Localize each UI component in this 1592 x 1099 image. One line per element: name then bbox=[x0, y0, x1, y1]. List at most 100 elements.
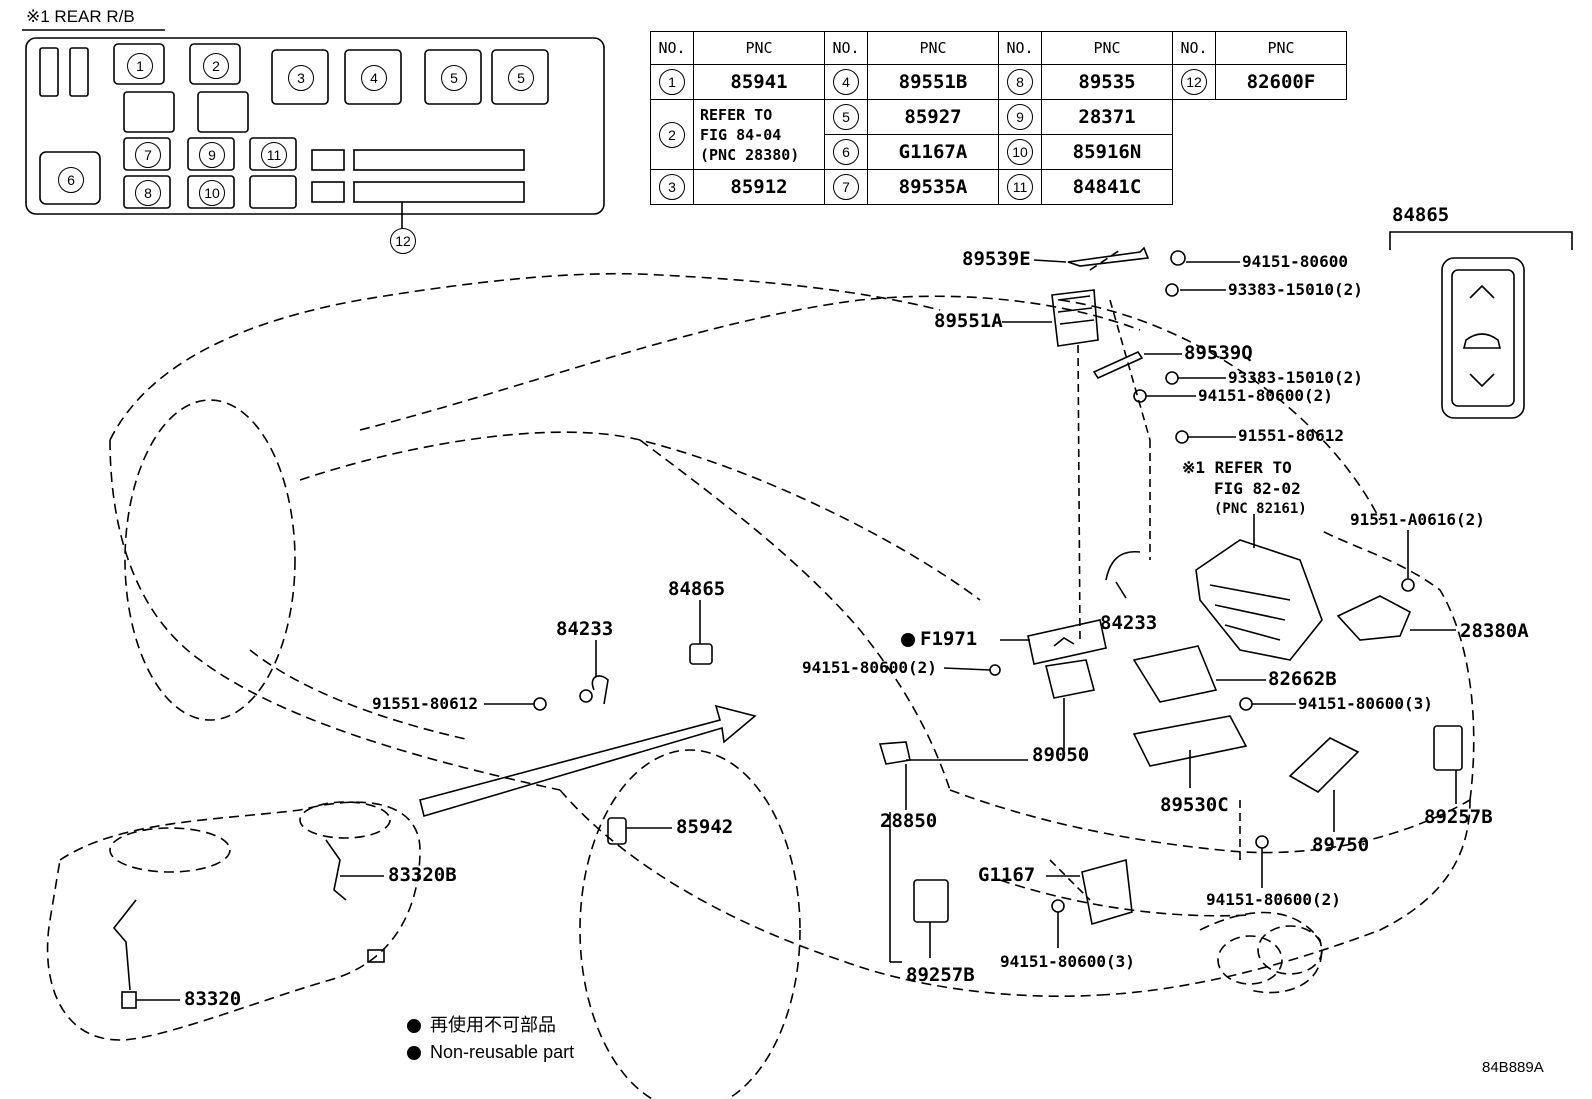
figure-id: 84B889A bbox=[1482, 1059, 1544, 1076]
row-no-circle: 11 bbox=[1007, 174, 1033, 200]
table-cell-no: 4 bbox=[824, 64, 868, 100]
table-cell-pnc: G1167A bbox=[867, 134, 999, 170]
pnc-table: NO. PNC NO. PNC NO. PNC NO. PNC 1 85941 … bbox=[650, 31, 1347, 205]
header-pnc: PNC bbox=[867, 31, 999, 65]
header-no: NO. bbox=[650, 31, 694, 65]
table-cell-pnc: 89551B bbox=[867, 64, 999, 100]
refer-82-line-3: (PNC 82161) bbox=[1214, 501, 1307, 517]
refer-line-2: FIG 84-04 bbox=[700, 125, 782, 144]
table-header-row: NO. PNC NO. PNC NO. PNC NO. PNC bbox=[650, 31, 1347, 65]
part-label-94151-80600-2b: 94151-80600(2) bbox=[802, 658, 937, 677]
fuse-label-7: 7 bbox=[135, 142, 161, 168]
table-cell-no: 12 bbox=[1172, 64, 1216, 100]
refer-82-line-1: ※1 REFER TO bbox=[1182, 458, 1292, 477]
f1971-dot bbox=[901, 633, 915, 647]
switch-84865 bbox=[1389, 231, 1573, 419]
fuse-label-6: 6 bbox=[58, 167, 84, 193]
table-cell-no: 3 bbox=[650, 169, 694, 205]
header-pnc: PNC bbox=[693, 31, 825, 65]
row-no-circle: 6 bbox=[833, 139, 859, 165]
part-label-84865-top: 84865 bbox=[1392, 204, 1450, 226]
table-cell-empty bbox=[1173, 100, 1347, 135]
table-cell-no: 7 bbox=[824, 169, 868, 205]
part-label-84865-b: 84865 bbox=[668, 578, 726, 600]
part-label-94151-80600-3b: 94151-80600(3) bbox=[1000, 952, 1135, 971]
table-cell-pnc: 82600F bbox=[1215, 64, 1347, 100]
table-cell-pnc: 89535 bbox=[1041, 64, 1173, 100]
table-cell-no: 10 bbox=[998, 134, 1042, 170]
table-cell-no: 1 bbox=[650, 64, 694, 100]
fuse-label-9: 9 bbox=[199, 142, 225, 168]
row-no-circle: 7 bbox=[833, 174, 859, 200]
fuse-label-4: 4 bbox=[361, 65, 387, 91]
part-label-94151-80600-2c: 94151-80600(2) bbox=[1206, 890, 1341, 909]
rear-rb-fuse-box bbox=[22, 29, 605, 228]
table-cell-no: 2 bbox=[650, 99, 694, 170]
table-cell-pnc: 85941 bbox=[693, 64, 825, 100]
row-no-circle: 3 bbox=[659, 174, 685, 200]
legend-dot-jp bbox=[407, 1019, 421, 1033]
legend-dot-en bbox=[407, 1046, 421, 1060]
fuse-label-11: 11 bbox=[261, 142, 287, 168]
fuse-label-10: 10 bbox=[199, 180, 225, 206]
header-no: NO. bbox=[998, 31, 1042, 65]
part-label-91551-A0616: 91551-A0616(2) bbox=[1350, 510, 1485, 529]
fuse-label-1: 1 bbox=[127, 53, 153, 79]
fuse-label-5b: 5 bbox=[508, 65, 534, 91]
table-cell-pnc: 85927 bbox=[867, 99, 999, 135]
table-cell-no: 5 bbox=[824, 99, 868, 135]
table-cell-pnc: 85916N bbox=[1041, 134, 1173, 170]
table-cell-empty bbox=[1173, 170, 1347, 205]
part-label-83320B: 83320B bbox=[388, 864, 457, 886]
part-label-91551-80612-b: 91551-80612 bbox=[372, 694, 478, 713]
header-pnc: PNC bbox=[1041, 31, 1173, 65]
refer-82-line-2: FIG 82-02 bbox=[1214, 479, 1301, 498]
row-no-circle: 8 bbox=[1007, 69, 1033, 95]
row-no-circle: 9 bbox=[1007, 104, 1033, 130]
part-label-85942: 85942 bbox=[676, 816, 734, 838]
table-cell-no: 11 bbox=[998, 169, 1042, 205]
fuse-label-3: 3 bbox=[288, 65, 314, 91]
fuse-label-5a: 5 bbox=[441, 65, 467, 91]
row-no-circle: 10 bbox=[1007, 139, 1033, 165]
part-label-83320: 83320 bbox=[184, 988, 242, 1010]
part-label-91551-80612-a: 91551-80612 bbox=[1238, 426, 1344, 445]
part-label-89530C: 89530C bbox=[1160, 794, 1229, 816]
part-label-F1971: F1971 bbox=[920, 628, 978, 650]
part-label-89050: 89050 bbox=[1032, 744, 1090, 766]
table-row: 2 REFER TO FIG 84-04 (PNC 28380) 5 85927… bbox=[650, 99, 1347, 170]
row-no-circle: 2 bbox=[659, 121, 685, 148]
part-label-84233-b: 84233 bbox=[556, 618, 614, 640]
table-cell-no: 8 bbox=[998, 64, 1042, 100]
fuse-label-12: 12 bbox=[390, 228, 416, 254]
part-label-89539E: 89539E bbox=[962, 248, 1031, 270]
row-no-circle: 4 bbox=[833, 69, 859, 95]
rear-rb-title: ※1 REAR R/B bbox=[26, 7, 135, 26]
header-no: NO. bbox=[1172, 31, 1216, 65]
table-cell-no: 6 bbox=[824, 134, 868, 170]
leader-lines bbox=[136, 259, 1457, 1001]
part-label-G1167: G1167 bbox=[978, 864, 1036, 886]
car-outline bbox=[109, 272, 1475, 1099]
part-label-93383-15010-b: 93383-15010(2) bbox=[1228, 368, 1363, 387]
part-label-89257B-a: 89257B bbox=[1424, 806, 1493, 828]
fuel-tank bbox=[46, 801, 421, 1041]
legend-jp: 再使用不可部品 bbox=[430, 1015, 556, 1035]
header-no: NO. bbox=[824, 31, 868, 65]
table-row: 3 85912 7 89535A 11 84841C bbox=[650, 169, 1347, 205]
refer-line-3: (PNC 28380) bbox=[700, 145, 800, 164]
part-label-82662B: 82662B bbox=[1268, 668, 1337, 690]
table-cell-empty bbox=[1173, 135, 1347, 170]
row-no-circle: 1 bbox=[659, 69, 685, 95]
row-no-circle: 5 bbox=[833, 104, 859, 130]
legend-en: Non-reusable part bbox=[430, 1042, 575, 1062]
part-label-89551A: 89551A bbox=[934, 310, 1003, 332]
table-cell-refer: REFER TO FIG 84-04 (PNC 28380) bbox=[693, 99, 825, 170]
refer-line-1: REFER TO bbox=[700, 105, 773, 124]
part-label-94151-80600: 94151-80600 bbox=[1242, 252, 1348, 271]
part-label-93383-15010-a: 93383-15010(2) bbox=[1228, 280, 1363, 299]
fuse-label-8: 8 bbox=[135, 180, 161, 206]
row-no-circle: 12 bbox=[1181, 69, 1207, 95]
table-cell-no: 9 bbox=[998, 99, 1042, 135]
